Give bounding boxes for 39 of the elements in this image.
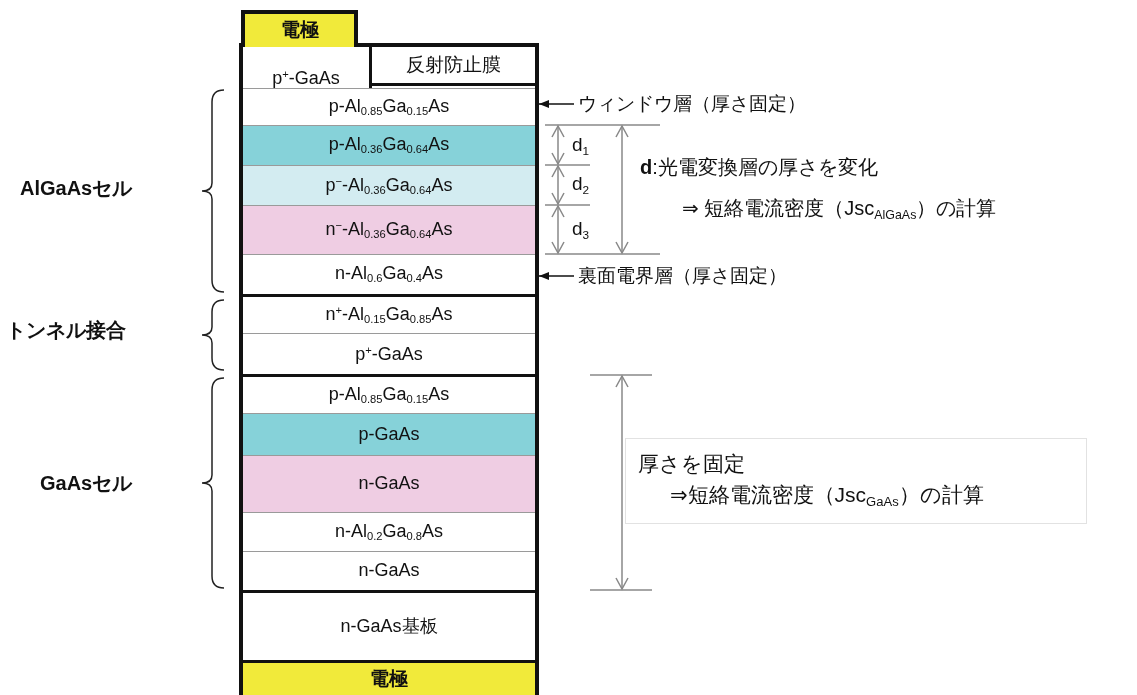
semiconductor-layer [243,125,535,165]
dimension-label: d$_{2}$ [572,173,590,197]
layer-label: n-GaAs基板 [340,616,438,637]
layer-label: p$^{−}$-Al$_{0.36}$Ga$_{0.64}$As [325,174,453,197]
annotation-text: d:光電変換層の厚さを変化 [640,155,878,179]
section-label: GaAsセル [40,471,133,495]
layer-label: p-GaAs [358,424,420,445]
annotation-text: ウィンドウ層（厚さ固定） [578,93,806,115]
leader-arrow [538,100,575,108]
layer-label: n$^{+}$-Al$_{0.15}$Ga$_{0.85}$As [325,304,453,326]
electrode [243,660,535,695]
layer-label: p-Al$_{0.85}$Ga$_{0.15}$As [328,96,450,118]
section-label: AlGaAsセル [20,176,133,200]
layer-label: n-GaAs [358,561,420,581]
layer-label: n$^{−}$-Al$_{0.36}$Ga$_{0.64}$As [325,219,453,241]
electrode-label: 電極 [370,668,408,690]
section-label: トンネル接合 [6,318,126,342]
electrode [241,10,358,47]
layer-label: p-Al$_{0.36}$Ga$_{0.64}$As [328,135,450,156]
semiconductor-layer [243,413,535,455]
dimension-label: d$_{1}$ [572,134,590,158]
annotation-text: ⇒ 短絡電流密度（Jsc$_{AlGaAs}$）の計算 [682,196,997,223]
layer-label: p$^{+}$-GaAs [272,67,340,88]
electrode-label: 電極 [280,20,319,41]
note-box [625,438,1087,524]
semiconductor-layer [243,165,535,205]
annotation-text: 裏面電界層（厚さ固定） [578,265,787,287]
layer-label: n-GaAs [358,474,420,494]
layer-label: n-Al$_{0.6}$Ga$_{0.4}$As [334,264,444,285]
layer-label: p$^{+}$-GaAs [355,343,423,365]
layer-label: p-Al$_{0.85}$Ga$_{0.15}$As [328,384,450,406]
leader-arrow [538,272,575,280]
layer-label: 反射防止膜 [406,54,501,76]
dimension-label: d$_{3}$ [572,218,590,242]
semiconductor-layer [243,205,535,254]
layer-label: n-Al$_{0.2}$Ga$_{0.8}$As [334,521,444,543]
note-text: 厚さを固定 [638,452,745,476]
note-text: ⇒短絡電流密度（Jsc$_{GaAs}$）の計算 [669,483,984,510]
semiconductor-layer [243,455,535,512]
